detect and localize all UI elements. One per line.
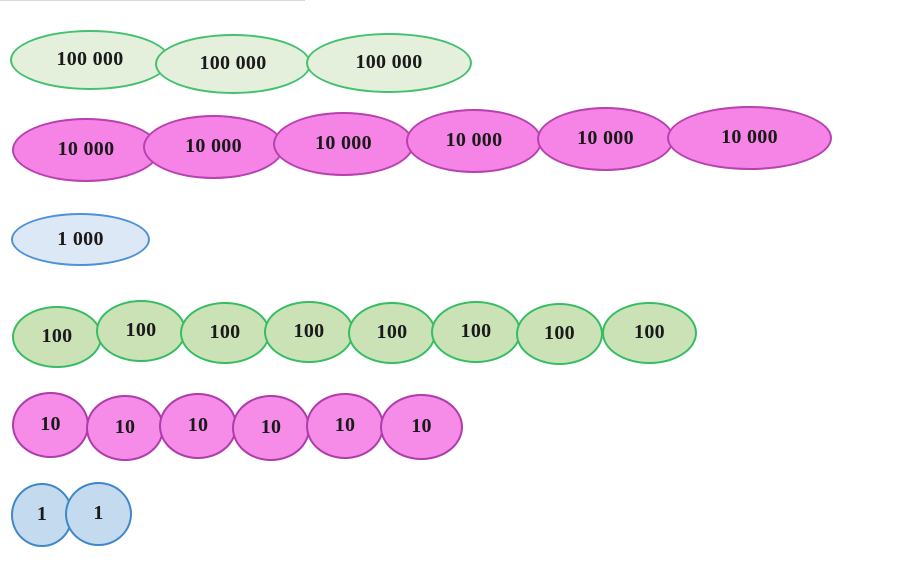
disk-value-label: 100 000 <box>199 52 267 74</box>
ten-thousands-disk: 10 000 <box>406 109 542 173</box>
ten-thousands-disk: 10 000 <box>667 106 832 170</box>
ten-thousands-disk: 10 000 <box>12 118 160 182</box>
hundreds-disk: 100 <box>96 300 186 362</box>
tens-disk: 10 <box>380 394 463 460</box>
disk-value-label: 10 <box>334 414 356 436</box>
ten-thousands-disk: 10 000 <box>143 115 284 179</box>
tens-disk: 10 <box>306 393 384 459</box>
ten-thousands-disk: 10 000 <box>537 107 674 171</box>
disk-value-label: 10 <box>260 416 282 438</box>
ones-disk: 1 <box>65 482 132 546</box>
disk-value-label: 10 000 <box>185 135 242 157</box>
disk-value-label: 10 000 <box>445 129 503 151</box>
disk-value-label: 100 <box>209 321 241 343</box>
disk-value-label: 100 <box>293 320 325 342</box>
disk-value-label: 10 000 <box>57 138 115 160</box>
hundreds-disk: 100 <box>12 306 102 368</box>
disk-value-label: 1 <box>36 503 48 525</box>
disk-value-label: 10 <box>40 413 61 435</box>
hundred-thousands-disk: 100 000 <box>306 33 472 93</box>
hundred-thousands-disk: 100 000 <box>10 30 170 90</box>
hundreds-disk: 100 <box>516 303 603 365</box>
tens-disk: 10 <box>159 393 237 459</box>
disk-value-label: 100 <box>125 319 157 341</box>
disk-value-label: 10 000 <box>577 127 634 149</box>
disk-value-label: 100 <box>41 325 73 347</box>
disk-value-label: 10 <box>187 414 209 436</box>
ones-disk: 1 <box>11 483 73 547</box>
disk-value-label: 1 000 <box>57 227 104 250</box>
disk-value-label: 100 <box>634 321 665 343</box>
hundreds-disk: 100 <box>180 302 270 364</box>
ten-thousands-disk: 10 000 <box>273 112 414 176</box>
tens-disk: 10 <box>232 395 310 461</box>
disk-value-label: 1 <box>93 502 104 524</box>
hundreds-disk: 100 <box>431 301 521 363</box>
disk-value-label: 100 <box>544 322 575 344</box>
cropped-edge-line <box>0 0 305 1</box>
disk-value-label: 100 000 <box>56 48 124 70</box>
tens-disk: 10 <box>12 392 89 458</box>
hundreds-disk: 100 <box>602 302 697 364</box>
disk-value-label: 10 000 <box>315 132 372 154</box>
thousands-disk: 1 000 <box>11 213 150 266</box>
disk-value-label: 100 <box>460 320 492 342</box>
disk-value-label: 100 000 <box>355 51 423 73</box>
disk-value-label: 10 <box>411 415 432 437</box>
disk-value-label: 100 <box>376 321 408 343</box>
hundreds-disk: 100 <box>264 301 354 363</box>
disk-value-label: 10 <box>114 416 136 438</box>
hundred-thousands-disk: 100 000 <box>155 34 311 94</box>
tens-disk: 10 <box>86 395 164 461</box>
hundreds-disk: 100 <box>348 302 436 364</box>
disk-value-label: 10 000 <box>721 126 778 148</box>
